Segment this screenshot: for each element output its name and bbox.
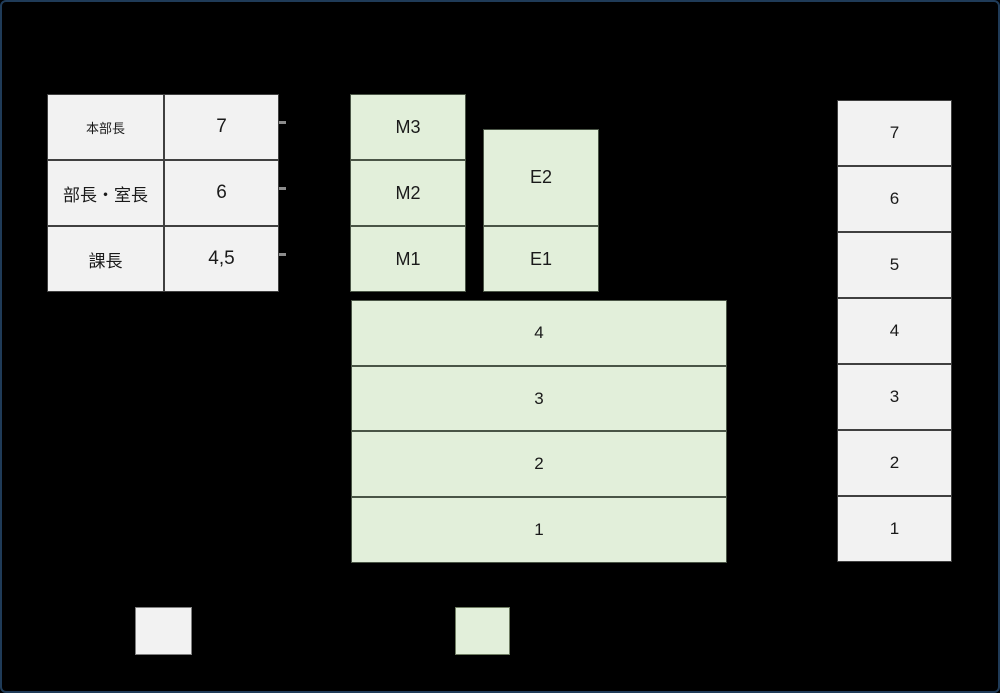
table-row: 課長 4,5 [47, 226, 279, 292]
grade-band: 3 [351, 366, 727, 431]
grade-scale-box: 6 [837, 166, 952, 232]
connector-tick [279, 253, 286, 256]
m-track-box: M1 [350, 226, 466, 292]
grade-value-cell: 4,5 [164, 226, 279, 292]
e-track-box: E1 [483, 226, 599, 292]
legend-gray-swatch [135, 607, 192, 655]
connector-tick [279, 187, 286, 190]
e-track-box: E2 [483, 129, 599, 226]
grade-scale-box: 2 [837, 430, 952, 496]
grade-band: 1 [351, 497, 727, 563]
m-track-box: M3 [350, 94, 466, 160]
grade-scale-box: 5 [837, 232, 952, 298]
grade-band: 2 [351, 431, 727, 497]
table-row: 部長・室長 6 [47, 160, 279, 226]
grade-value-cell: 7 [164, 94, 279, 160]
m-track-box: M2 [350, 160, 466, 226]
rank-label-cell: 部長・室長 [47, 160, 164, 226]
rank-label-cell: 課長 [47, 226, 164, 292]
table-row: 本部長 7 [47, 94, 279, 160]
grade-scale-box: 4 [837, 298, 952, 364]
legend-green-swatch [455, 607, 510, 655]
connector-tick [279, 121, 286, 124]
grade-scale-box: 7 [837, 100, 952, 166]
grade-value-cell: 6 [164, 160, 279, 226]
grade-scale-box: 3 [837, 364, 952, 430]
grade-scale-box: 1 [837, 496, 952, 562]
grade-band: 4 [351, 300, 727, 366]
rank-label-cell: 本部長 [47, 94, 164, 160]
